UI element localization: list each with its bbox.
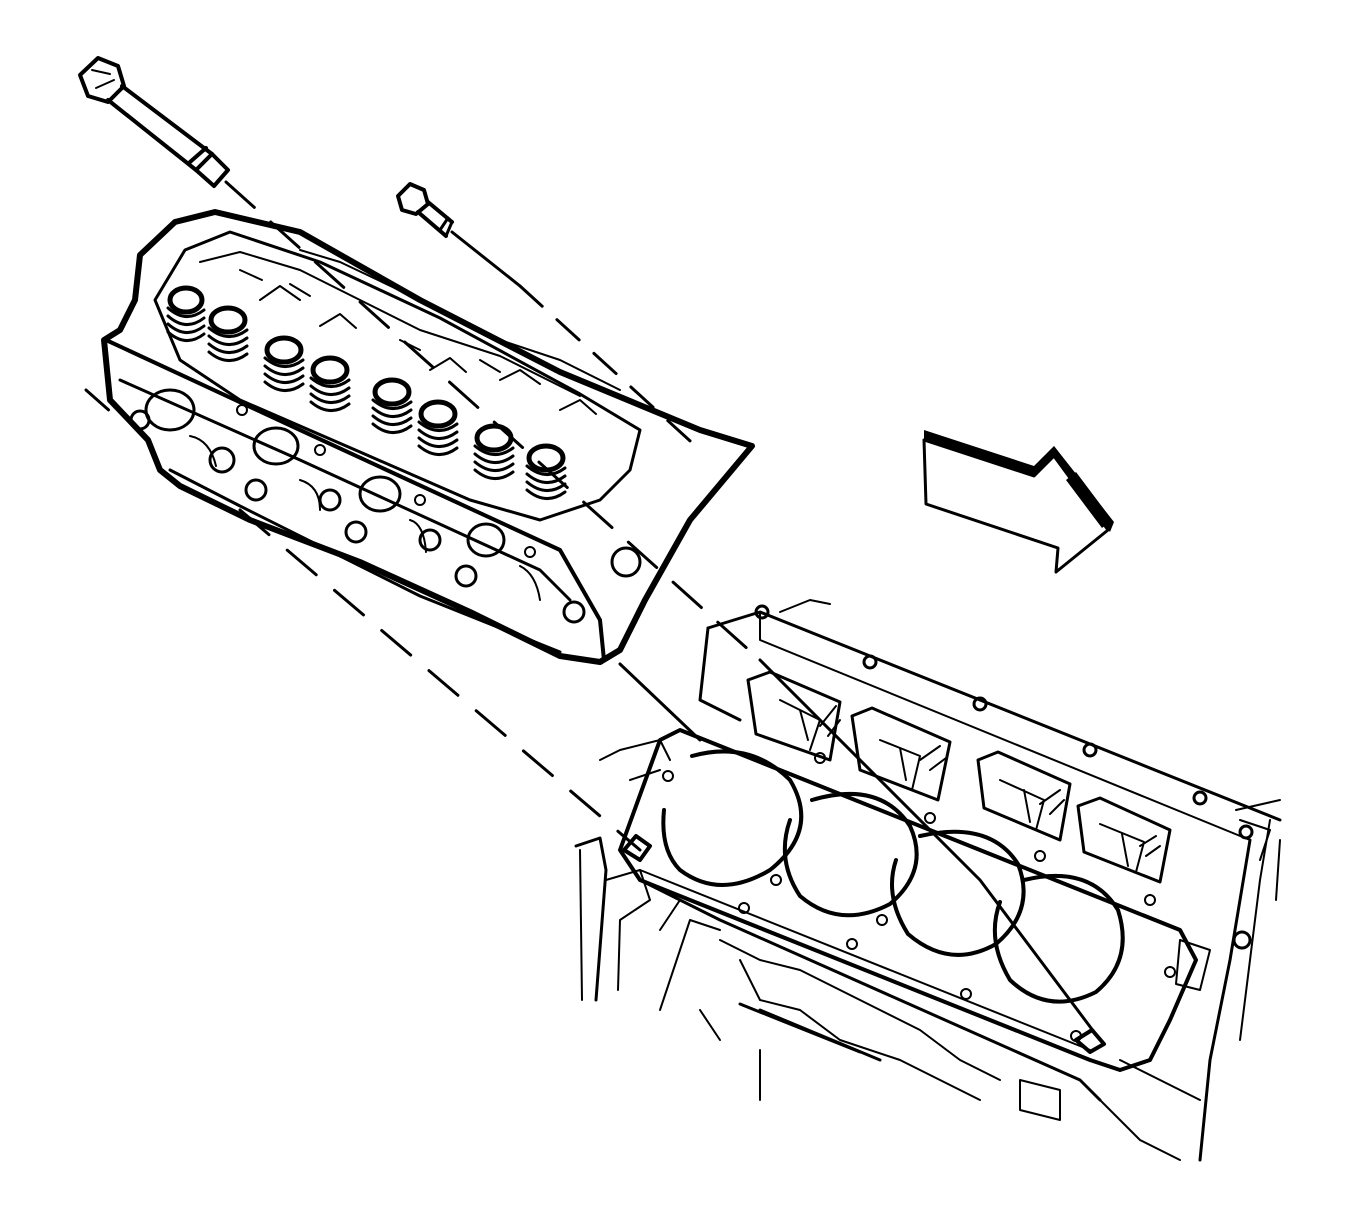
gasket-bolt-holes [662, 752, 1176, 1042]
alignment-line-left [84, 388, 122, 422]
bolt-alignment-line-short [518, 284, 702, 452]
block-top-fasteners [754, 604, 1208, 806]
gasket-bores [661, 749, 1125, 1004]
engine-block [574, 599, 1282, 1162]
head-ports [144, 388, 506, 558]
lifter-valley [746, 670, 1172, 884]
direction-arrow [922, 430, 1114, 574]
short-head-bolt [396, 182, 522, 288]
valve-spring-row [166, 285, 567, 500]
head-gasket [618, 728, 1198, 1072]
cylinder-head [101, 209, 755, 665]
alignment-line-lower [238, 508, 642, 852]
long-head-bolt [78, 56, 230, 188]
head-bolt-bosses [129, 404, 642, 624]
